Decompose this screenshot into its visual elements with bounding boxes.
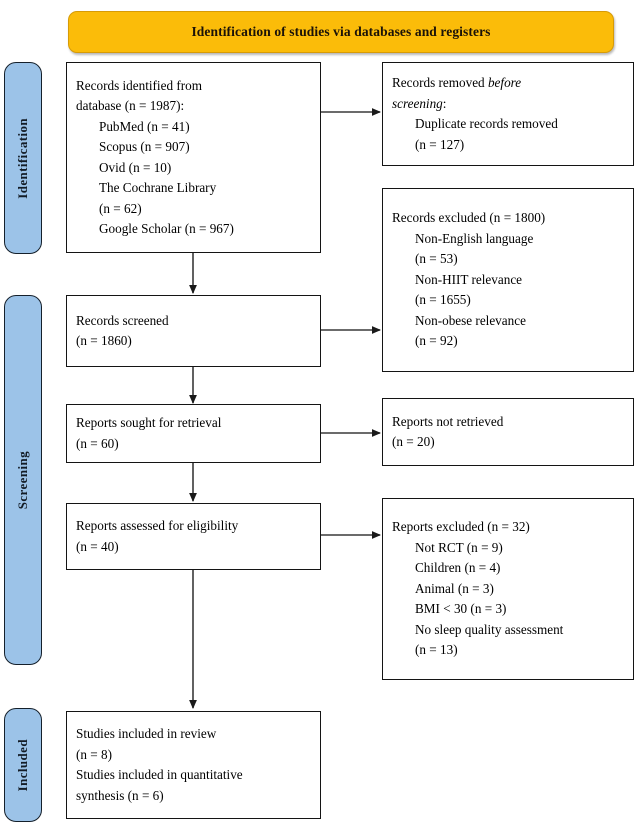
node-text-line: Google Scholar (n = 967) — [99, 221, 234, 236]
node-text-line: Studies included in review — [76, 726, 217, 741]
records-excluded-box: Records excluded (n = 1800) Non-English l… — [382, 188, 634, 372]
reports-assessed-box: Reports assessed for eligibility (n = 40) — [66, 503, 321, 570]
node-text-line: (n = 40) — [76, 538, 119, 554]
reports-not-retrieved-lines: Reports not retrieved (n = 20) — [383, 412, 633, 453]
records-removed-box: Records removed before screening: Duplicat… — [382, 62, 634, 166]
node-text-line: Duplicate records removed — [415, 116, 558, 131]
reports-not-retrieved-box: Reports not retrieved (n = 20) — [382, 398, 634, 466]
stage-banner-title: Identification of studies via databases … — [191, 24, 491, 39]
node-text-line: (n = 62) — [99, 200, 142, 216]
records-screened-lines: Records screened (n = 1860) — [67, 311, 320, 352]
node-text-line: Non-English language — [415, 230, 534, 246]
reports-excluded-lines: Reports excluded (n = 32) Not RCT (n = 9)… — [383, 517, 633, 661]
records-screened-box: Records screened (n = 1860) — [66, 295, 321, 367]
node-text-line: Records excluded (n = 1800) — [392, 210, 546, 226]
node-text-line: PubMed (n = 41) — [99, 118, 190, 134]
node-text-line: Records identified from — [76, 77, 202, 93]
node-text-line: (n = 127) — [415, 136, 465, 152]
node-text-line: Ovid (n = 10) — [99, 159, 172, 175]
stage-label-included-text: Included — [15, 738, 30, 792]
node-text-line: Reports excluded (n = 32) — [392, 519, 530, 535]
node-text-line: (n = 20) — [392, 434, 435, 449]
reports-sought-box: Reports sought for retrieval (n = 60) — [66, 404, 321, 463]
stage-label-screening-text: Screening — [15, 450, 30, 510]
node-text-line: database (n = 1987): — [76, 98, 185, 113]
node-text-line: No sleep quality assessment — [415, 621, 564, 637]
node-text-line: (n = 53) — [415, 251, 458, 267]
studies-included-box: Studies included in review (n = 8) Studies… — [66, 711, 321, 819]
node-text-line: Records screened — [76, 312, 169, 328]
node-text-line: BMI < 30 (n = 3) — [415, 601, 507, 617]
node-text-line: Animal (n = 3) — [415, 580, 494, 596]
stage-label-screening: Screening — [4, 295, 42, 665]
node-text-line: Reports assessed for eligibility — [76, 518, 239, 533]
studies-included-lines: Studies included in review (n = 8) Studies… — [67, 724, 320, 806]
node-text-line: Records removed before — [392, 75, 522, 90]
stage-label-included: Included — [4, 708, 42, 822]
records-identified-box: Records identified from database (n = 198… — [66, 62, 321, 253]
node-text-line: (n = 92) — [415, 333, 458, 349]
node-text-line: synthesis (n = 6) — [76, 787, 164, 803]
node-text-line: Studies included in quantitative — [76, 767, 243, 782]
reports-excluded-box: Reports excluded (n = 32) Not RCT (n = 9)… — [382, 498, 634, 680]
node-text-line: (n = 1655) — [415, 292, 471, 308]
stage-banner: Identification of studies via databases … — [68, 11, 614, 53]
stage-label-identification-text: Identification — [15, 117, 30, 199]
node-text-line: (n = 8) — [76, 746, 113, 762]
node-text-line: screening: — [392, 95, 447, 111]
node-text-line: Children (n = 4) — [415, 560, 501, 576]
records-removed-lines: Records removed before screening: Duplicat… — [383, 73, 633, 155]
node-text-line: (n = 1860) — [76, 333, 132, 348]
records-identified-lines: Records identified from database (n = 198… — [67, 76, 320, 240]
node-text-line: Not RCT (n = 9) — [415, 539, 503, 555]
node-text-line: (n = 60) — [76, 435, 119, 451]
node-text-line: Reports sought for retrieval — [76, 415, 222, 430]
records-excluded-lines: Records excluded (n = 1800) Non-English l… — [383, 208, 633, 352]
node-text-line: (n = 13) — [415, 642, 458, 658]
node-text-line: Non-HIIT relevance — [415, 271, 523, 287]
node-text-line: Non-obese relevance — [415, 312, 526, 328]
node-text-line: Scopus (n = 907) — [99, 139, 190, 154]
reports-assessed-lines: Reports assessed for eligibility (n = 40) — [67, 516, 320, 557]
node-text-line: The Cochrane Library — [99, 180, 217, 195]
reports-sought-lines: Reports sought for retrieval (n = 60) — [67, 413, 320, 454]
stage-label-identification: Identification — [4, 62, 42, 254]
node-text-line: Reports not retrieved — [392, 413, 504, 429]
